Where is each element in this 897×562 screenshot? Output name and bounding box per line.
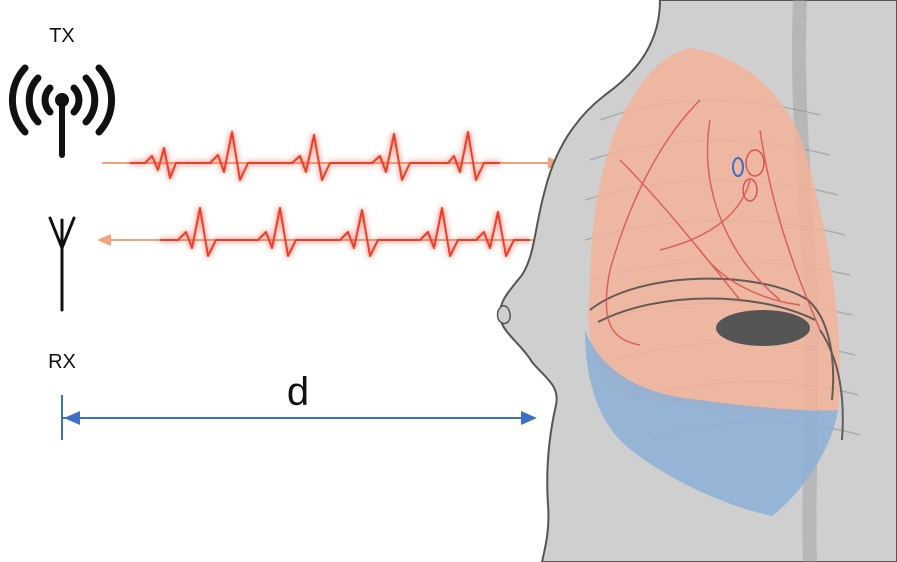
tx-waveform (130, 132, 500, 180)
receive-antenna-icon (50, 218, 74, 310)
torso-illustration (498, 0, 897, 562)
distance-arrow-left (64, 411, 80, 425)
distance-arrow-right (521, 411, 537, 425)
rx-waveform (160, 208, 530, 256)
distance-label: d (287, 370, 309, 414)
nipple (498, 306, 511, 324)
broadcast-antenna-icon (12, 68, 111, 155)
transmitted-signal (102, 132, 562, 180)
dark-organ (716, 310, 810, 346)
reflected-signal (97, 208, 540, 256)
rx-label: RX (48, 351, 76, 373)
distance-indicator: d (62, 370, 537, 440)
tx-label: TX (49, 25, 75, 47)
rx-arrow-head (97, 234, 111, 246)
